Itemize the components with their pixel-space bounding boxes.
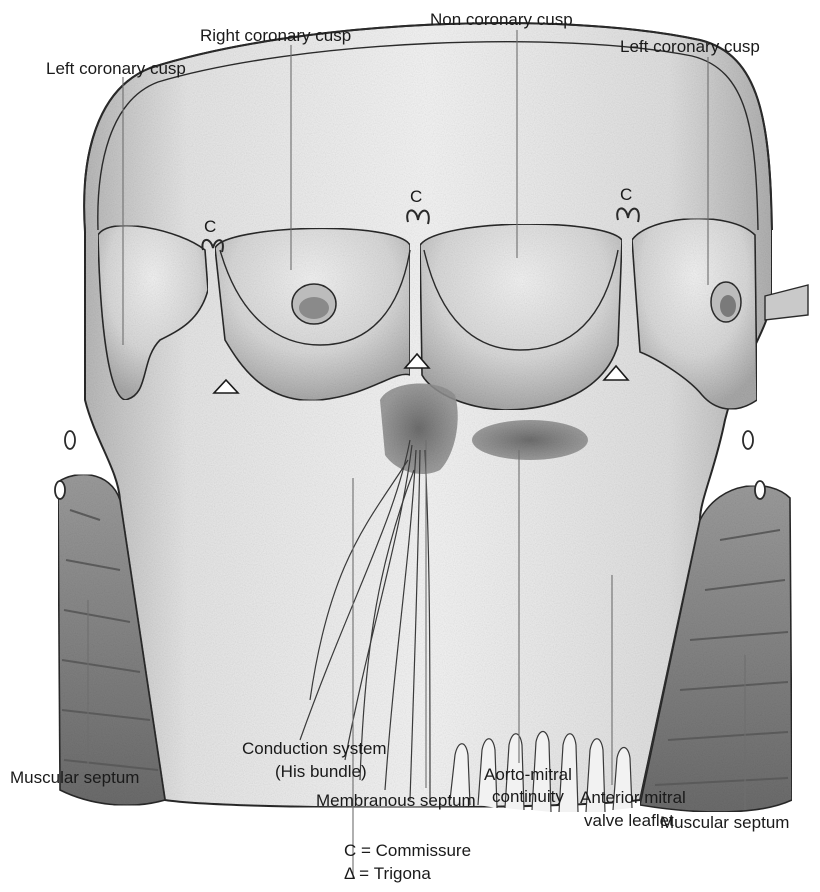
commissure-label-right: C <box>620 185 632 204</box>
commissure-label-left: C <box>204 217 216 236</box>
label-right-coronary-cusp: Right coronary cusp <box>200 26 351 45</box>
label-membranous-septum: Membranous septum <box>316 791 476 810</box>
label-left-coronary-cusp-right: Left coronary cusp <box>620 37 760 56</box>
label-muscular-septum-right: Muscular septum <box>660 813 789 832</box>
membranous-septum-zone <box>380 384 458 475</box>
label-muscular-septum-left: Muscular septum <box>10 768 139 787</box>
label-conduction-system-2: (His bundle) <box>275 762 367 781</box>
aorto-mitral-zone <box>472 420 588 460</box>
label-aorto-mitral-2: continuity <box>492 787 564 806</box>
commissure-label-center: C <box>410 187 422 206</box>
label-non-coronary-cusp: Non coronary cusp <box>430 10 573 29</box>
label-anterior-mitral-1: Anterior mitral <box>580 788 686 807</box>
label-conduction-system-1: Conduction system <box>242 739 387 758</box>
legend-trigona: Δ = Trigona <box>344 864 431 883</box>
label-left-coronary-cusp-left: Left coronary cusp <box>46 59 186 78</box>
legend-commissure: C = Commissure <box>344 841 471 860</box>
label-aorto-mitral-1: Aorto-mitral <box>484 765 572 784</box>
